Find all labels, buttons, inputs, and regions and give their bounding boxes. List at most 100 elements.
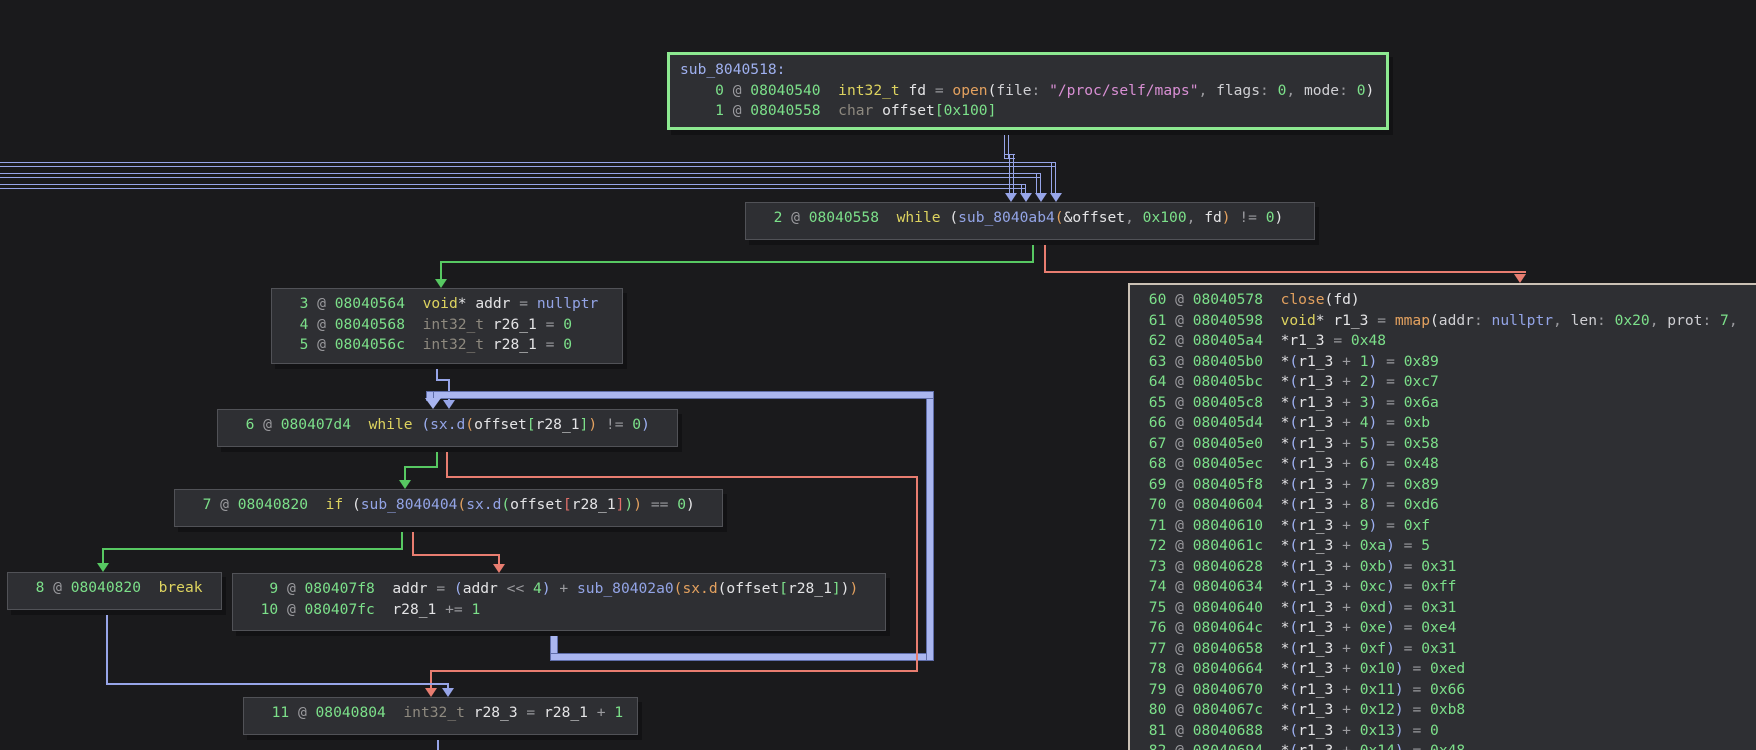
il-token [1263, 435, 1281, 452]
il-token: int32_t [403, 704, 465, 721]
il-token: @ [1166, 598, 1193, 616]
il-token: 080405ec [1192, 455, 1264, 472]
il-line[interactable]: 11 @ 08040804 int32_t r28_3 = r28_1 + 1 [254, 703, 625, 724]
il-line[interactable]: 80 @ 0804067c *(r1_3 + 0x12) = 0xb8 [1140, 700, 1756, 721]
il-line[interactable]: 63 @ 080405b0 *(r1_3 + 1) = 0x89 [1140, 352, 1756, 373]
il-token: 08040558 [808, 209, 880, 226]
il-line[interactable]: 64 @ 080405bc *(r1_3 + 2) = 0xc7 [1140, 372, 1756, 393]
il-token [1333, 455, 1342, 472]
il-line[interactable]: 6 @ 080407d4 while (sx.d(offset[r28_1]) … [228, 415, 665, 436]
il-line[interactable]: 77 @ 08040658 *(r1_3 + 0xf) = 0x31 [1140, 639, 1756, 660]
il-token [1257, 209, 1266, 226]
il-token: @ [308, 295, 335, 312]
basic-block-entry[interactable]: sub_8040518: 0 @ 08040540 int32_t fd = o… [667, 52, 1389, 130]
il-line[interactable]: 60 @ 08040578 close(fd) [1140, 290, 1756, 311]
il-token: @ [1166, 352, 1193, 370]
il-token [1351, 681, 1360, 698]
il-line[interactable]: 75 @ 08040640 *(r1_3 + 0xd) = 0x31 [1140, 598, 1756, 619]
il-line[interactable]: 72 @ 0804061c *(r1_3 + 0xa) = 5 [1140, 536, 1756, 557]
il-token: + [559, 580, 569, 597]
il-token: 4 [282, 315, 309, 333]
il-token: 0xed [1430, 660, 1466, 677]
il-token: 70 [1140, 496, 1167, 513]
il-line[interactable]: 10 @ 080407fc r28_1 += 1 [243, 600, 873, 621]
il-line[interactable]: 81 @ 08040688 *(r1_3 + 0x13) = 0 [1140, 721, 1756, 742]
il-token [568, 580, 577, 597]
il-token: addr [392, 580, 437, 597]
il-token: 6 [1359, 455, 1369, 472]
basic-block-while-read[interactable]: 2 @ 08040558 while (sub_8040ab4(&offset,… [745, 202, 1315, 240]
il-token: int32_t [838, 81, 900, 99]
il-line[interactable]: sub_8040518: [680, 60, 1374, 81]
il-line[interactable]: 82 @ 08040694 *(r1_3 + 0x14) = 0x48 [1140, 741, 1756, 750]
edge-arrowhead-icon [1035, 193, 1047, 202]
il-line[interactable]: 69 @ 080405f8 *(r1_3 + 7) = 0x89 [1140, 475, 1756, 496]
il-token [1351, 435, 1360, 452]
il-token: [ [934, 102, 944, 119]
il-token: @ [1166, 721, 1193, 739]
il-line[interactable]: 71 @ 08040610 *(r1_3 + 9) = 0xf [1140, 516, 1756, 537]
il-token: 2 [1359, 373, 1369, 390]
il-token: 080407fc [304, 600, 375, 618]
il-token: ] [579, 416, 589, 433]
il-token: 0x31 [1421, 639, 1457, 657]
il-token: ] [987, 102, 997, 119]
il-line[interactable]: 4 @ 08040568 int32_t r26_1 = 0 [282, 315, 610, 336]
il-token: + [1342, 660, 1351, 677]
il-line[interactable]: 70 @ 08040604 *(r1_3 + 8) = 0xd6 [1140, 495, 1756, 516]
edge-segment [102, 548, 104, 564]
il-token: ( [1289, 742, 1298, 750]
il-line[interactable]: 62 @ 080405a4 *r1_3 = 0x48 [1140, 331, 1756, 352]
edge-arrowhead-icon [425, 398, 441, 409]
il-token: = [436, 580, 454, 597]
edge-segment [1021, 184, 1026, 194]
basic-block-mmap-shellcode[interactable]: 60 @ 08040578 close(fd) 61 @ 08040598 vo… [1128, 283, 1756, 750]
il-line[interactable]: 61 @ 08040598 void* r1_3 = mmap(addr: nu… [1140, 311, 1756, 332]
il-token: = [1377, 496, 1404, 513]
il-line[interactable]: 65 @ 080405c8 *(r1_3 + 3) = 0x6a [1140, 393, 1756, 414]
il-token: = [1377, 311, 1395, 329]
il-token [1351, 353, 1360, 370]
il-line[interactable]: 3 @ 08040564 void* addr = nullptr [282, 294, 610, 315]
il-line[interactable]: 1 @ 08040558 char offset[0x100] [680, 101, 1374, 122]
il-line[interactable]: 68 @ 080405ec *(r1_3 + 6) = 0x48 [1140, 454, 1756, 475]
il-line[interactable]: 78 @ 08040664 *(r1_3 + 0x10) = 0xed [1140, 659, 1756, 680]
il-token [375, 580, 393, 597]
il-token: * [1280, 516, 1290, 534]
il-token [1263, 455, 1281, 472]
il-line[interactable]: 8 @ 08040820 break [18, 578, 209, 599]
il-token: + [1342, 721, 1351, 739]
il-token: << [506, 580, 525, 597]
il-line[interactable]: 73 @ 08040628 *(r1_3 + 0xb) = 0x31 [1140, 557, 1756, 578]
il-line[interactable]: 2 @ 08040558 while (sub_8040ab4(&offset,… [756, 208, 1302, 229]
il-line[interactable]: 66 @ 080405d4 *(r1_3 + 4) = 0xb [1140, 413, 1756, 434]
il-token: 08040578 [1192, 291, 1264, 308]
il-line[interactable]: 0 @ 08040540 int32_t fd = open(file: "/p… [680, 81, 1374, 102]
basic-block-break[interactable]: 8 @ 08040820 break [7, 572, 222, 610]
il-line[interactable]: 76 @ 0804064c *(r1_3 + 0xe) = 0xe4 [1140, 618, 1756, 639]
il-token: 08040540 [750, 81, 821, 99]
il-token: 08040820 [237, 496, 309, 513]
il-token: ) [633, 496, 643, 513]
il-line[interactable]: 9 @ 080407f8 addr = (addr << 4) + sub_80… [243, 579, 873, 600]
il-token: ( [1289, 639, 1299, 657]
il-token: 61 [1140, 311, 1167, 329]
il-token: + [1342, 496, 1351, 513]
basic-block-if-check[interactable]: 7 @ 08040820 if (sub_8040404(sx.d(offset… [174, 489, 723, 527]
il-token: + [1342, 516, 1351, 534]
il-token: len [1570, 311, 1597, 329]
il-line[interactable]: 67 @ 080405e0 *(r1_3 + 5) = 0x58 [1140, 434, 1756, 455]
il-token: ( [1430, 311, 1439, 329]
il-token: ( [1289, 496, 1299, 513]
basic-block-incr[interactable]: 11 @ 08040804 int32_t r28_3 = r28_1 + 1 [243, 697, 638, 735]
basic-block-init[interactable]: 3 @ 08040564 void* addr = nullptr 4 @ 08… [271, 288, 623, 364]
il-token: 0x13 [1359, 721, 1395, 739]
basic-block-accumulate[interactable]: 9 @ 080407f8 addr = (addr << 4) + sub_80… [232, 573, 886, 631]
basic-block-while-char[interactable]: 6 @ 080407d4 while (sx.d(offset[r28_1]) … [217, 409, 678, 447]
il-line[interactable]: 5 @ 0804056c int32_t r28_1 = 0 [282, 335, 610, 356]
il-line[interactable]: 7 @ 08040820 if (sub_8040404(sx.d(offset… [185, 495, 710, 516]
il-token: 71 [1140, 516, 1167, 534]
il-line[interactable]: 74 @ 08040634 *(r1_3 + 0xc) = 0xff [1140, 577, 1756, 598]
il-line[interactable]: 79 @ 08040670 *(r1_3 + 0x11) = 0x66 [1140, 680, 1756, 701]
